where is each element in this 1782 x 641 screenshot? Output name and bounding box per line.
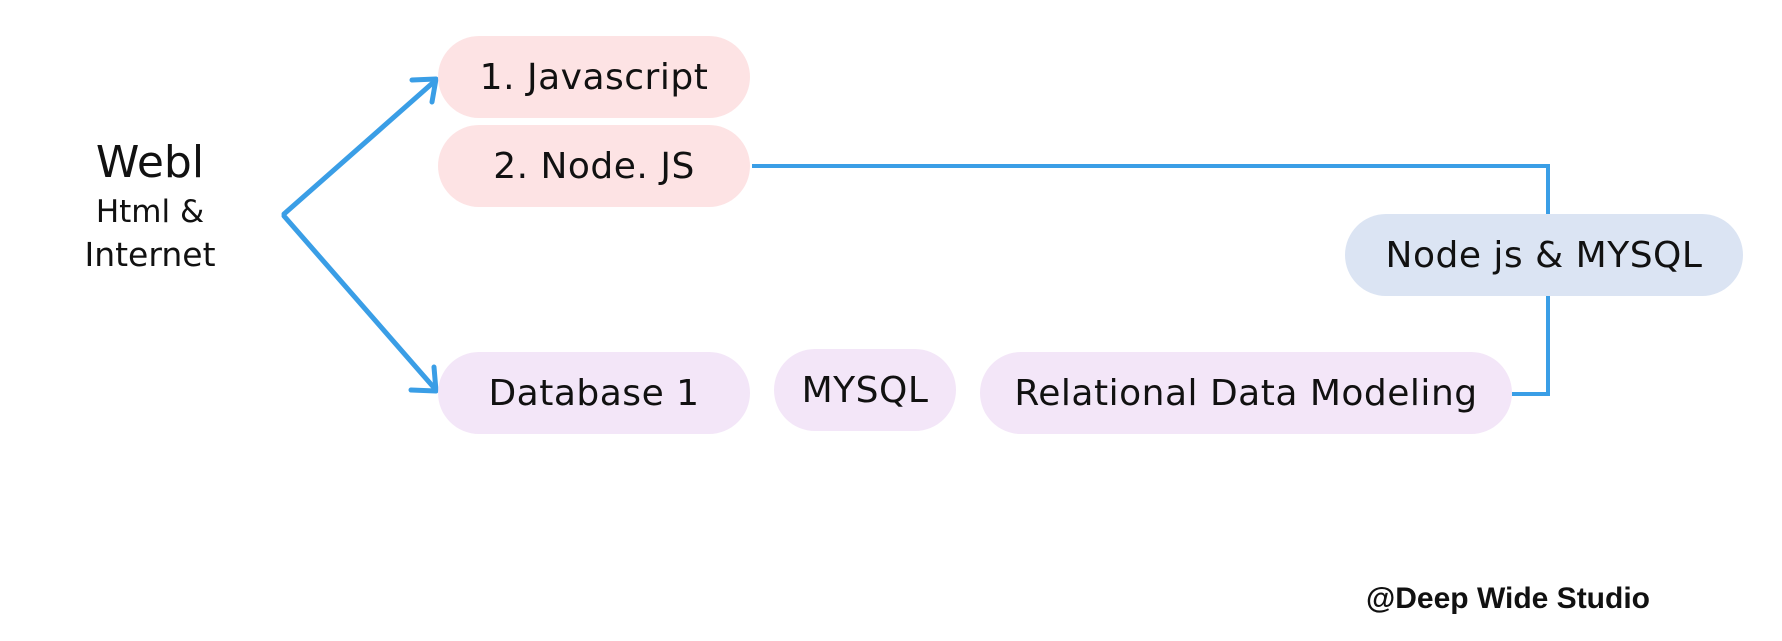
node-mysql-label: MYSQL <box>801 369 929 411</box>
arrow-to-database <box>281 213 439 393</box>
studio-credit: @Deep Wide Studio <box>1366 582 1650 615</box>
root-node: Webl Html & Internet <box>30 135 270 277</box>
node-relational-data-modeling: Relational Data Modeling <box>980 352 1512 434</box>
node-mysql: MYSQL <box>774 349 956 431</box>
node-database-label: Database 1 <box>488 372 700 414</box>
connector-nodejs-to-node-mysql <box>752 164 1550 215</box>
arrowhead-database <box>408 364 439 394</box>
connector-node-mysql-to-relational <box>1512 294 1550 396</box>
node-javascript-label: 1. Javascript <box>479 56 709 98</box>
root-subtitle: Html & <box>95 194 205 230</box>
root-title: Webl <box>95 137 205 188</box>
node-javascript: 1. Javascript <box>438 36 750 118</box>
node-nodejs-mysql-label: Node js & MYSQL <box>1385 234 1703 276</box>
arrow-to-javascript <box>281 77 439 217</box>
node-nodejs: 2. Node. JS <box>438 125 750 207</box>
node-nodejs-mysql: Node js & MYSQL <box>1345 214 1743 296</box>
node-nodejs-label: 2. Node. JS <box>493 145 695 187</box>
arrowhead-javascript <box>409 76 439 105</box>
node-database: Database 1 <box>438 352 750 434</box>
root-subtitle-2: Internet <box>84 235 216 274</box>
node-relational-label: Relational Data Modeling <box>1014 372 1478 414</box>
